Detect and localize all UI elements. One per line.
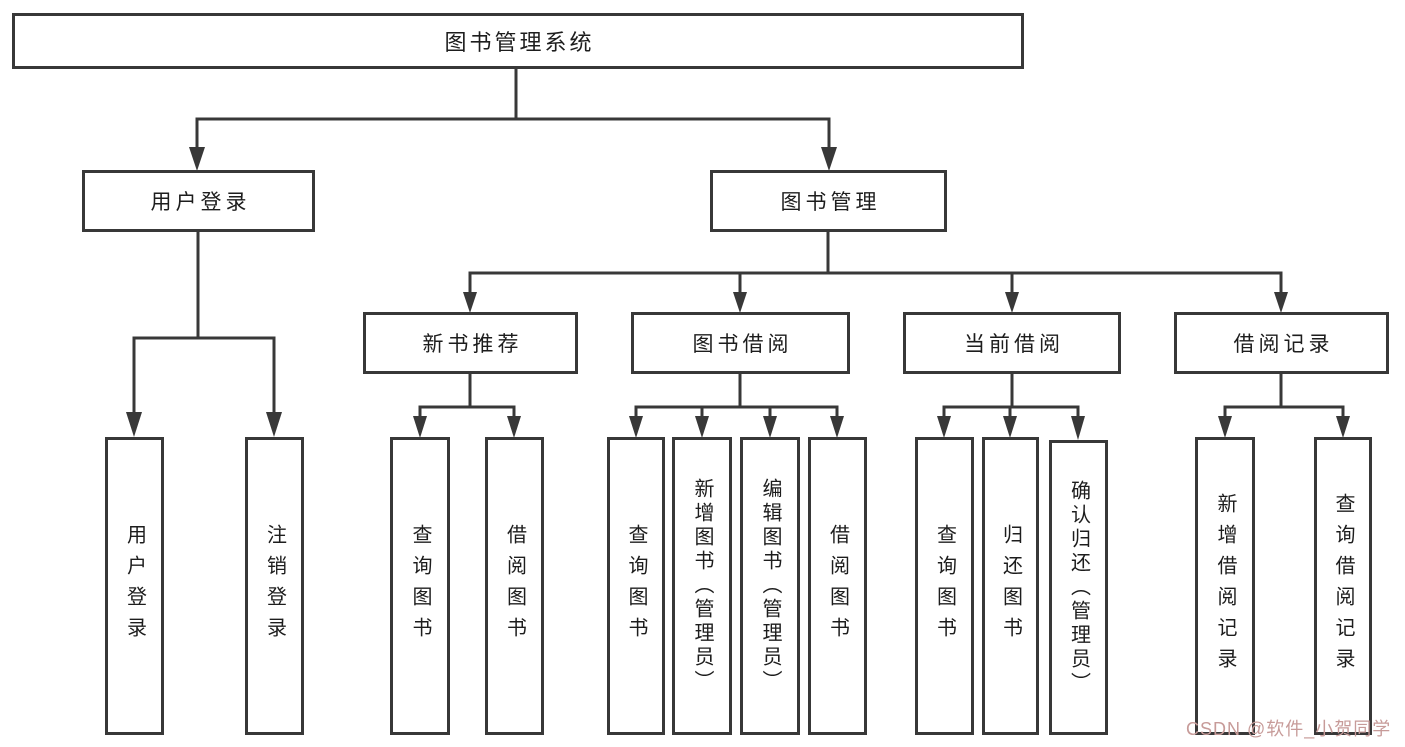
node-book-borrow: 图书借阅 bbox=[631, 312, 850, 374]
leaf-confirm-return-admin: 确认归还（管理员） bbox=[1049, 440, 1108, 735]
leaf-logout: 注销登录 bbox=[245, 437, 304, 735]
node-borrow-records: 借阅记录 bbox=[1174, 312, 1389, 374]
leaf-query-books-borrow: 查询图书 bbox=[607, 437, 665, 735]
leaf-query-books-current: 查询图书 bbox=[915, 437, 974, 735]
node-new-book-recommend: 新书推荐 bbox=[363, 312, 578, 374]
node-library-system: 图书管理系统 bbox=[12, 13, 1024, 69]
leaf-confirm-return-admin-label: 确认归还（管理员） bbox=[1067, 479, 1090, 696]
leaf-add-books-admin-label: 新增图书（管理员） bbox=[691, 478, 713, 694]
leaf-logout-label: 注销登录 bbox=[263, 524, 286, 648]
leaf-query-borrow-record: 查询借阅记录 bbox=[1314, 437, 1372, 735]
leaf-return-books: 归还图书 bbox=[982, 437, 1039, 735]
leaf-user-login-label: 用户登录 bbox=[123, 524, 146, 648]
leaf-query-books-borrow-label: 查询图书 bbox=[625, 524, 647, 648]
node-book-management-label: 图书管理 bbox=[780, 191, 881, 214]
leaf-return-books-label: 归还图书 bbox=[999, 524, 1022, 648]
node-book-borrow-label: 图书借阅 bbox=[692, 333, 793, 356]
node-book-management: 图书管理 bbox=[710, 170, 947, 232]
leaf-add-books-admin: 新增图书（管理员） bbox=[672, 437, 732, 735]
leaf-borrow-books: 借阅图书 bbox=[808, 437, 867, 735]
leaf-borrow-books-recommend-label: 借阅图书 bbox=[503, 524, 526, 648]
node-user-login: 用户登录 bbox=[82, 170, 315, 232]
leaf-query-books-recommend-label: 查询图书 bbox=[409, 524, 431, 648]
leaf-edit-books-admin: 编辑图书（管理员） bbox=[740, 437, 800, 735]
node-new-book-recommend-label: 新书推荐 bbox=[422, 333, 523, 356]
leaf-borrow-books-recommend: 借阅图书 bbox=[485, 437, 544, 735]
watermark: CSDN @软件_小贺同学 bbox=[1186, 719, 1392, 739]
node-borrow-records-label: 借阅记录 bbox=[1233, 333, 1334, 356]
leaf-edit-books-admin-label: 编辑图书（管理员） bbox=[759, 478, 781, 694]
leaf-add-borrow-record: 新增借阅记录 bbox=[1195, 437, 1255, 735]
leaf-borrow-books-label: 借阅图书 bbox=[826, 524, 849, 648]
node-library-system-label: 图书管理系统 bbox=[444, 30, 595, 55]
leaf-add-borrow-record-label: 新增借阅记录 bbox=[1214, 493, 1236, 679]
leaf-query-borrow-record-label: 查询借阅记录 bbox=[1332, 493, 1354, 679]
node-current-borrow: 当前借阅 bbox=[903, 312, 1121, 374]
leaf-user-login: 用户登录 bbox=[105, 437, 164, 735]
leaf-query-books-recommend: 查询图书 bbox=[390, 437, 450, 735]
node-current-borrow-label: 当前借阅 bbox=[964, 333, 1064, 356]
node-user-login-label: 用户登录 bbox=[150, 191, 251, 214]
leaf-query-books-current-label: 查询图书 bbox=[933, 524, 956, 648]
